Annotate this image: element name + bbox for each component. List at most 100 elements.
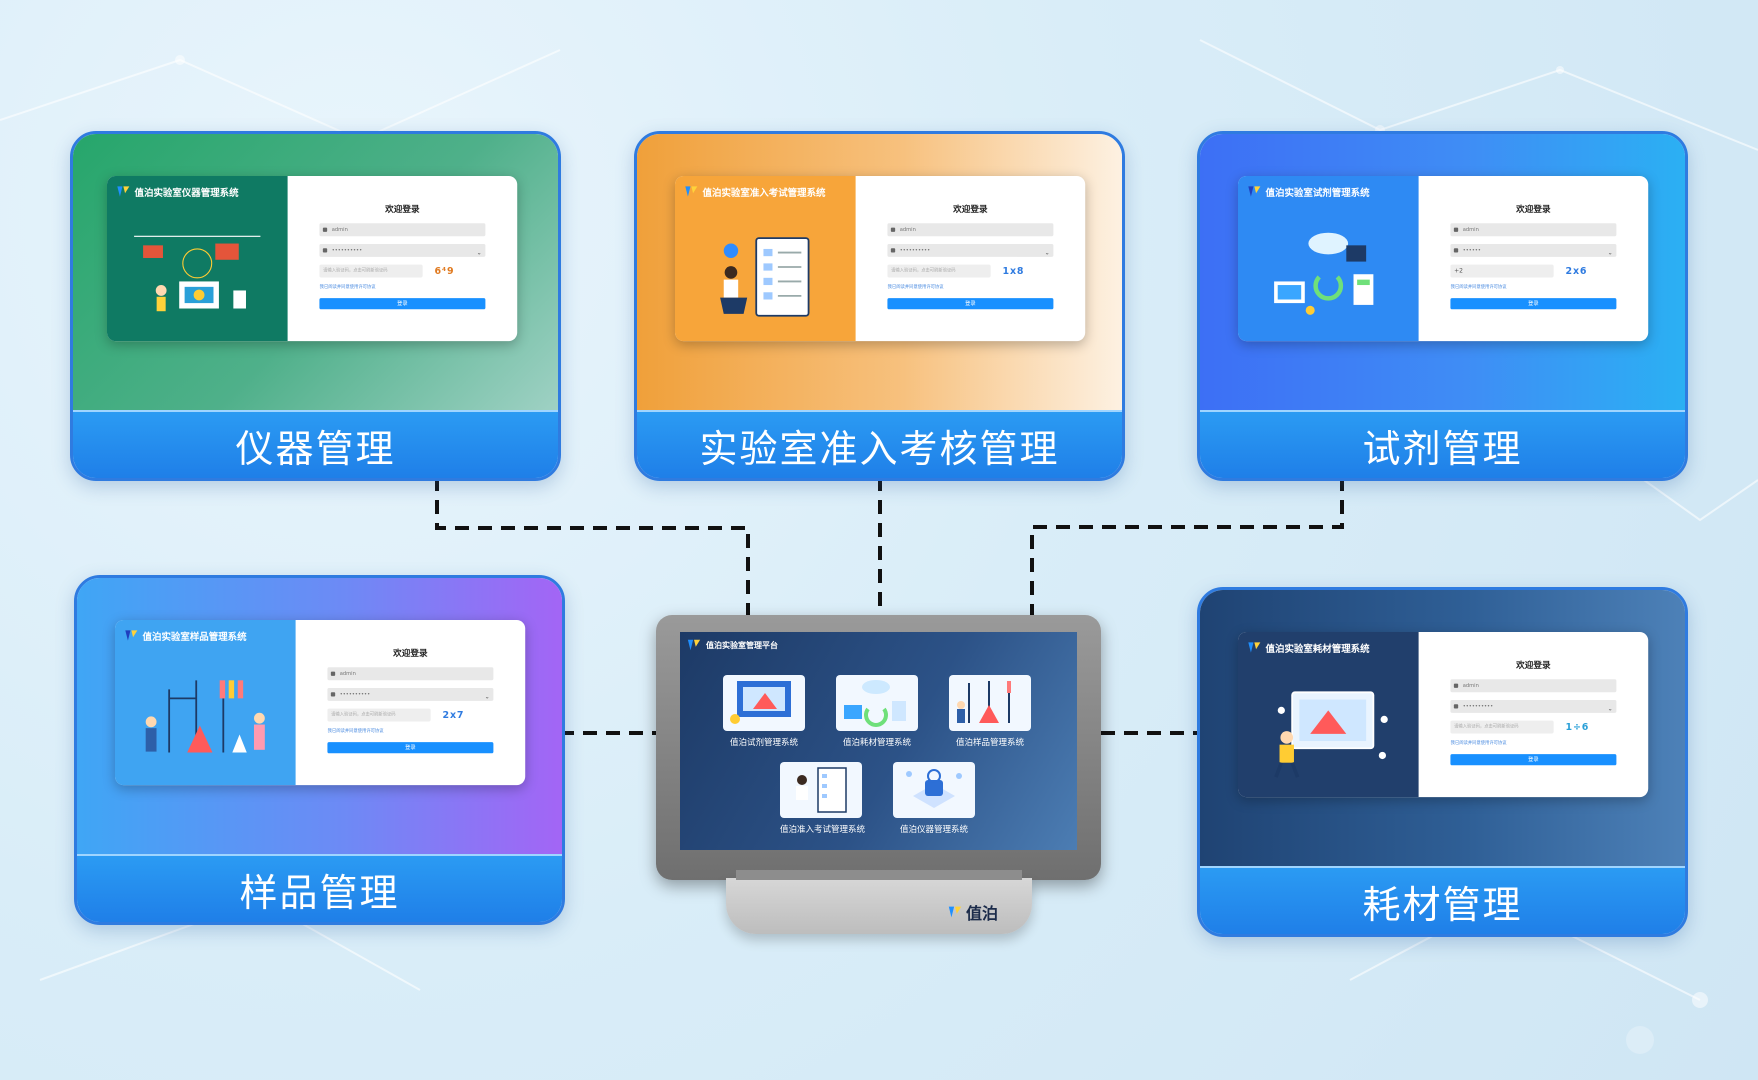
user-icon	[323, 227, 328, 232]
consumable-illustration-icon	[1274, 691, 1388, 778]
sample-thumb-icon	[957, 681, 1011, 723]
username-field[interactable]: admin	[887, 223, 1054, 237]
license-agreement-checkbox[interactable]: 我已阅读并同意使用许可协议	[327, 728, 384, 734]
module-card-sample[interactable]: 值泊实验室样品管理系统 欢迎登录 admin ••••••••••⌄ 请输入验证…	[74, 575, 565, 925]
login-screenshot-exam: 值泊实验室准入考试管理系统 欢迎登录 admin ••••••••••⌄ 请输入…	[675, 176, 1086, 342]
system-title: 值泊实验室试剂管理系统	[1265, 187, 1370, 199]
platform-monitor: 值泊实验室管理平台 值泊试剂管理系统 值泊耗材管理系统 值泊样品管理系统 值泊准…	[656, 615, 1101, 880]
chevron-down-icon: ⌄	[1607, 705, 1613, 712]
module-card-consumable[interactable]: 值泊实验室耗材管理系统 欢迎登录 admin ••••••••••⌄ 请输入验证…	[1197, 587, 1688, 937]
tile-label: 值泊仪器管理系统	[899, 825, 968, 835]
login-button[interactable]: 登录	[1450, 754, 1617, 766]
platform-screen: 值泊实验室管理平台 值泊试剂管理系统 值泊耗材管理系统 值泊样品管理系统 值泊准…	[680, 632, 1077, 850]
login-button[interactable]: 登录	[327, 742, 494, 754]
module-card-instrument[interactable]: 值泊实验室仪器管理系统 欢迎登录 admin ••••••••••⌄ 请输入验证…	[70, 131, 561, 481]
license-agreement-checkbox[interactable]: 我已阅读并同意使用许可协议	[319, 284, 376, 290]
username-field[interactable]: admin	[1450, 223, 1617, 237]
password-field[interactable]: ••••••••••⌄	[319, 243, 486, 257]
captcha-input[interactable]: 请输入验证码，点击可刷新验证码	[887, 264, 992, 278]
lock-icon	[891, 248, 896, 253]
zhibo-logo-icon	[685, 186, 698, 197]
login-button[interactable]: 登录	[1450, 298, 1617, 310]
license-agreement-checkbox[interactable]: 我已阅读并同意使用许可协议	[887, 284, 944, 290]
monitor-stand: 值泊	[726, 870, 1032, 934]
welcome-heading: 欢迎登录	[393, 649, 428, 659]
tile-label: 值泊准入考试管理系统	[780, 825, 866, 835]
system-title: 值泊实验室样品管理系统	[142, 631, 247, 643]
login-screenshot-consumable: 值泊实验室耗材管理系统 欢迎登录 admin ••••••••••⌄ 请输入验证…	[1238, 632, 1649, 798]
welcome-heading: 欢迎登录	[953, 205, 988, 215]
exam-illustration-icon	[720, 237, 810, 317]
username-field[interactable]: admin	[1450, 679, 1617, 693]
reagent-thumb-icon	[730, 681, 791, 724]
captcha-image[interactable]: 2x6	[1565, 265, 1588, 277]
user-icon	[331, 671, 336, 676]
chevron-down-icon: ⌄	[1044, 249, 1050, 256]
tile-consumable[interactable]: 值泊耗材管理系统	[836, 675, 918, 748]
zhibo-logo-icon	[117, 186, 130, 197]
module-label: 实验室准入考核管理	[637, 410, 1122, 478]
captcha-image[interactable]: 1x8	[1002, 265, 1025, 277]
module-label: 样品管理	[77, 854, 562, 922]
tile-reagent[interactable]: 值泊试剂管理系统	[723, 675, 805, 748]
user-icon	[891, 227, 896, 232]
login-button[interactable]: 登录	[319, 298, 486, 310]
username-field[interactable]: admin	[319, 223, 486, 237]
instrument-illustration-icon	[134, 235, 261, 312]
captcha-image[interactable]: 6⁴9	[434, 265, 455, 277]
chevron-down-icon: ⌄	[484, 693, 490, 700]
module-label: 仪器管理	[73, 410, 558, 478]
username-field[interactable]: admin	[327, 667, 494, 681]
module-label: 耗材管理	[1200, 866, 1685, 934]
zhibo-logo-icon	[687, 639, 701, 651]
lock-icon	[323, 248, 328, 253]
zhibo-logo-icon	[125, 630, 138, 641]
user-icon	[1454, 683, 1459, 688]
lock-icon	[1454, 248, 1459, 253]
chevron-down-icon: ⌄	[476, 249, 482, 256]
system-title: 值泊实验室耗材管理系统	[1265, 643, 1370, 655]
captcha-input[interactable]: +2	[1450, 264, 1555, 278]
login-button[interactable]: 登录	[887, 298, 1054, 310]
captcha-input[interactable]: 请输入验证码，点击可刷新验证码	[319, 264, 424, 278]
brand-logo: 值泊	[947, 900, 998, 924]
platform-title: 值泊实验室管理平台	[706, 641, 778, 650]
license-agreement-checkbox[interactable]: 我已阅读并同意使用许可协议	[1450, 284, 1507, 290]
password-field[interactable]: ••••••••••⌄	[1450, 699, 1617, 713]
tile-exam[interactable]: 值泊准入考试管理系统	[780, 762, 866, 835]
zhibo-logo-icon	[1248, 642, 1261, 653]
captcha-image[interactable]: 2x7	[442, 709, 465, 721]
system-title: 值泊实验室仪器管理系统	[134, 187, 239, 199]
tile-sample[interactable]: 值泊样品管理系统	[949, 675, 1031, 748]
tile-label: 值泊样品管理系统	[955, 738, 1024, 748]
login-screenshot-reagent: 值泊实验室试剂管理系统 欢迎登录 admin ••••••⌄ +2 2x6 我已…	[1238, 176, 1649, 342]
tile-label: 值泊耗材管理系统	[842, 738, 911, 748]
password-field[interactable]: ••••••⌄	[1450, 243, 1617, 257]
lock-icon	[331, 692, 336, 697]
lock-icon	[1454, 704, 1459, 709]
zhibo-logo-icon	[1248, 186, 1261, 197]
connector-reagent	[1030, 477, 1344, 615]
welcome-heading: 欢迎登录	[1516, 205, 1551, 215]
login-screenshot-sample: 值泊实验室样品管理系统 欢迎登录 admin ••••••••••⌄ 请输入验证…	[115, 620, 526, 786]
module-card-reagent[interactable]: 值泊实验室试剂管理系统 欢迎登录 admin ••••••⌄ +2 2x6 我已…	[1197, 131, 1688, 481]
captcha-input[interactable]: 请输入验证码，点击可刷新验证码	[1450, 720, 1555, 734]
reagent-illustration-icon	[1274, 232, 1374, 315]
tile-label: 值泊试剂管理系统	[729, 738, 798, 748]
system-title: 值泊实验室准入考试管理系统	[702, 187, 826, 199]
tile-instrument[interactable]: 值泊仪器管理系统	[893, 762, 975, 835]
consumable-thumb-icon	[844, 680, 906, 727]
zhibo-logo-icon	[948, 906, 962, 918]
exam-thumb-icon	[796, 767, 847, 813]
login-screenshot-instrument: 值泊实验室仪器管理系统 欢迎登录 admin ••••••••••⌄ 请输入验证…	[107, 176, 518, 342]
welcome-heading: 欢迎登录	[1516, 661, 1551, 671]
module-card-exam[interactable]: 值泊实验室准入考试管理系统 欢迎登录 admin ••••••••••⌄ 请输入…	[634, 131, 1125, 481]
password-field[interactable]: ••••••••••⌄	[887, 243, 1054, 257]
password-field[interactable]: ••••••••••⌄	[327, 687, 494, 701]
license-agreement-checkbox[interactable]: 我已阅读并同意使用许可协议	[1450, 740, 1507, 746]
captcha-input[interactable]: 请输入验证码，点击可刷新验证码	[327, 708, 432, 722]
connector-instrument	[435, 477, 750, 615]
chevron-down-icon: ⌄	[1607, 249, 1613, 256]
captcha-image[interactable]: 1÷6	[1565, 721, 1590, 733]
